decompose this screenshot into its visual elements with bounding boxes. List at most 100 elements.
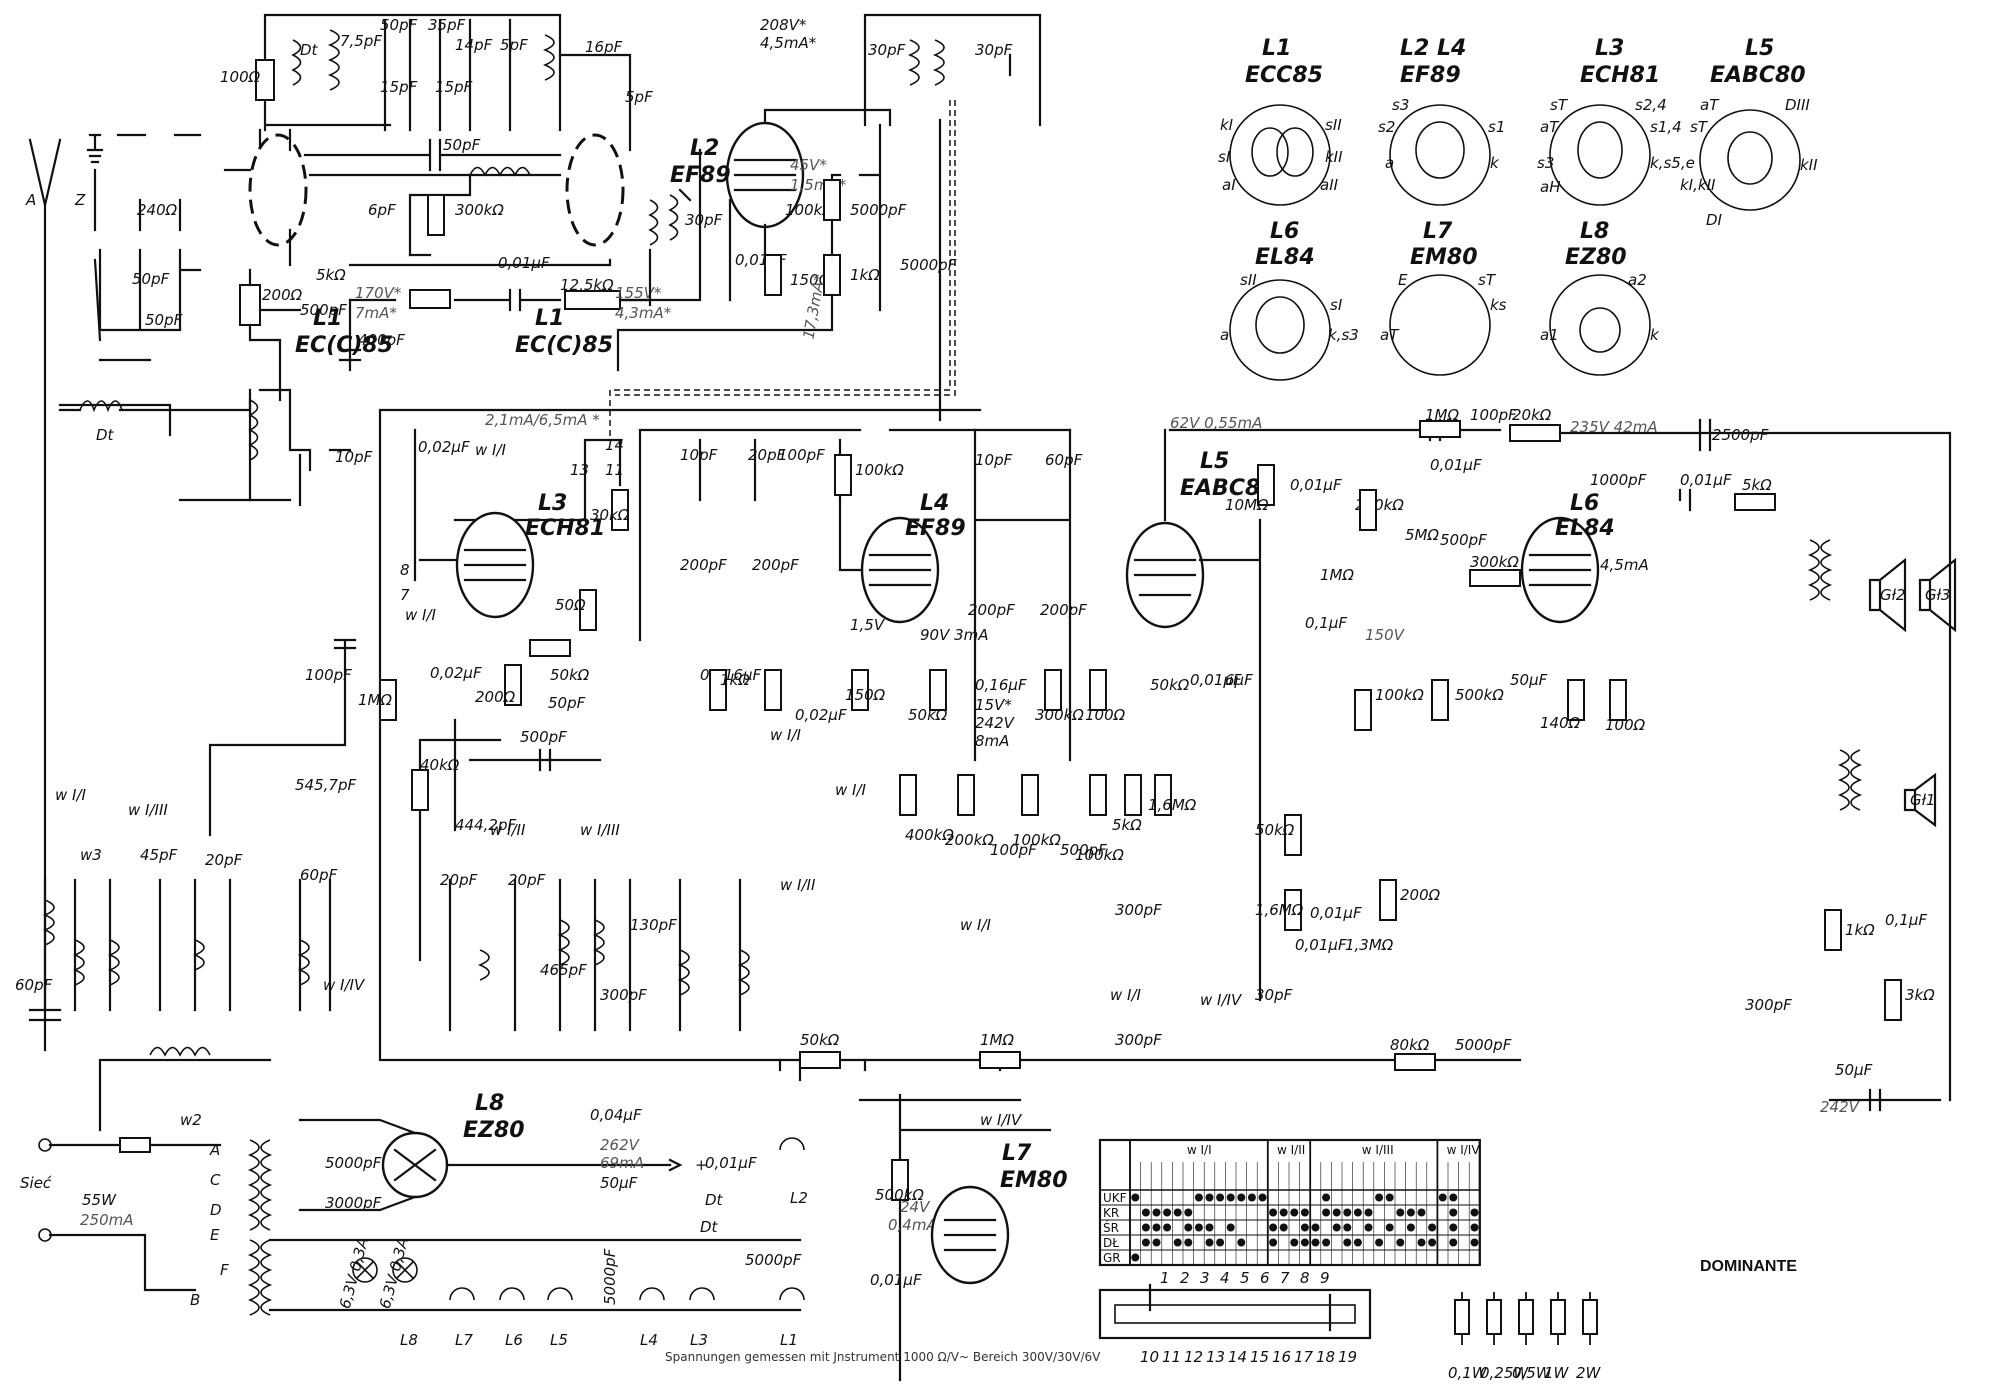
tap-label: C — [210, 1171, 221, 1189]
cap-label: 20pF — [205, 851, 243, 869]
resistor — [611, 489, 629, 531]
cap-label: 0,02µF — [795, 706, 847, 724]
table-dot — [1417, 1238, 1426, 1247]
pin-label: ks — [1490, 296, 1507, 314]
table-dot — [1375, 1238, 1384, 1247]
cap-label: 200pF — [680, 556, 727, 574]
cap-label: 0,01µF — [1295, 936, 1347, 954]
v62: 62V 0,55mA — [1170, 414, 1262, 432]
table-row-label: GR — [1103, 1251, 1121, 1265]
cap-label: 200pF — [1040, 601, 1087, 619]
table-dot — [1279, 1223, 1288, 1232]
resistor — [427, 194, 445, 236]
pin-label: aT — [1700, 96, 1720, 114]
table-dot — [1152, 1223, 1161, 1232]
dial-number: 3 — [1200, 1269, 1210, 1287]
dial-number: 15 — [1250, 1348, 1269, 1366]
tube-l5-ref: L5 — [1200, 449, 1229, 474]
power-label: 55W — [82, 1191, 117, 1209]
cap-label: 10pF — [975, 451, 1013, 469]
antenna-input: A Z 240Ω Dt 50pF 50pF — [25, 133, 252, 1052]
resistor — [579, 589, 597, 631]
pin-label: a2 — [1628, 271, 1647, 289]
table-row-label: KR — [1103, 1206, 1119, 1220]
res-label: 100Ω — [1085, 706, 1126, 724]
res-label: 5kΩ — [1112, 816, 1142, 834]
table-dot — [1438, 1193, 1447, 1202]
tube-l2-ref: L2 — [690, 136, 719, 161]
cap-label: 0,01µF — [1430, 456, 1482, 474]
table-dot — [1311, 1238, 1320, 1247]
cap-label: 100pF — [778, 446, 825, 464]
table-dot — [1131, 1193, 1140, 1202]
pinout-ref: L6 — [1270, 219, 1299, 244]
v262: 262V — [600, 1136, 641, 1154]
tube-l1a-ref: L1 — [313, 306, 342, 331]
res-label: 300kΩ — [455, 201, 504, 219]
cap-label: 0,02µF — [418, 438, 470, 456]
wattage-resistor — [1454, 1299, 1470, 1335]
switch-label: w I/IV — [323, 976, 366, 994]
cap-label: 5pF — [625, 88, 653, 106]
table-dot — [1247, 1193, 1256, 1202]
pin-label: sII — [1240, 271, 1257, 289]
cap-label: 5000pF — [1455, 1036, 1512, 1054]
tube-l6-type: EL84 — [1555, 516, 1615, 541]
cap-label: 0,16µF — [975, 676, 1027, 694]
resistor — [823, 179, 841, 221]
cap-label: 5000pF — [900, 256, 957, 274]
table-dot — [1332, 1223, 1341, 1232]
v170: 170V* — [355, 284, 402, 302]
switch-label: w I/III — [580, 821, 620, 839]
res-label: 140Ω — [1540, 714, 1581, 732]
resistor — [1509, 424, 1561, 442]
res-label: 200kΩ — [945, 831, 994, 849]
resistor — [1284, 814, 1302, 856]
dial-number: 9 — [1320, 1269, 1330, 1287]
plus-sign: + — [695, 1156, 708, 1174]
pin-label: aT — [1380, 326, 1400, 344]
res-label: 3kΩ — [1905, 986, 1935, 1004]
cap-label: 0,01µF — [870, 1271, 922, 1289]
i-det: 8mA — [975, 732, 1009, 750]
cap-label: 15pF — [435, 78, 473, 96]
pinout-type: EZ80 — [1565, 245, 1627, 270]
v208: 208V* — [760, 16, 807, 34]
switch-label: w I/IV — [980, 1111, 1023, 1129]
dial-number: 11 — [1162, 1348, 1181, 1366]
cap-label: 50µF — [600, 1174, 638, 1192]
pinout-type: ECH81 — [1580, 63, 1660, 88]
pin-label: aH — [1540, 178, 1560, 196]
resistor — [504, 664, 522, 706]
resistor — [564, 290, 621, 310]
cap-label: 60pF — [300, 866, 338, 884]
tube-l4-type: EF89 — [905, 516, 966, 541]
wattage-label: 0,1W — [1448, 1364, 1488, 1382]
pin-label: a — [1220, 326, 1229, 344]
res-label: 80kΩ — [1390, 1036, 1430, 1054]
tap-label: B — [190, 1291, 200, 1309]
res-label: 50Ω — [555, 596, 586, 614]
switch-label: w I/I — [960, 916, 992, 934]
cap-label: 0,01µF — [1310, 904, 1362, 922]
cap-label: 45pF — [140, 846, 178, 864]
table-dot — [1205, 1223, 1214, 1232]
i21: 2,1mA/6,5mA * — [485, 411, 600, 429]
ukf-tuner: 100Ω Dt 7,5pF 50pF 15pF 35pF 14pF 15pF 5… — [98, 13, 672, 507]
pin-label: s3 — [1537, 154, 1554, 172]
v150: 150V — [1365, 626, 1406, 644]
tube-l1b — [565, 133, 625, 247]
table-dot — [1406, 1208, 1415, 1217]
table-dot — [1470, 1238, 1479, 1247]
res-label: 500kΩ — [875, 1186, 924, 1204]
switch-pin: 8 — [400, 561, 410, 579]
i45: 4,5mA* — [760, 34, 817, 52]
res-label: 50kΩ — [1255, 821, 1295, 839]
v-det2: 242V — [975, 714, 1016, 732]
v242: 242V — [1820, 1098, 1861, 1116]
table-row-label: DŁ — [1103, 1236, 1119, 1250]
res-label: 40kΩ — [420, 756, 460, 774]
res-label: 50kΩ — [1150, 676, 1190, 694]
cap-label: 500pF — [1060, 841, 1107, 859]
